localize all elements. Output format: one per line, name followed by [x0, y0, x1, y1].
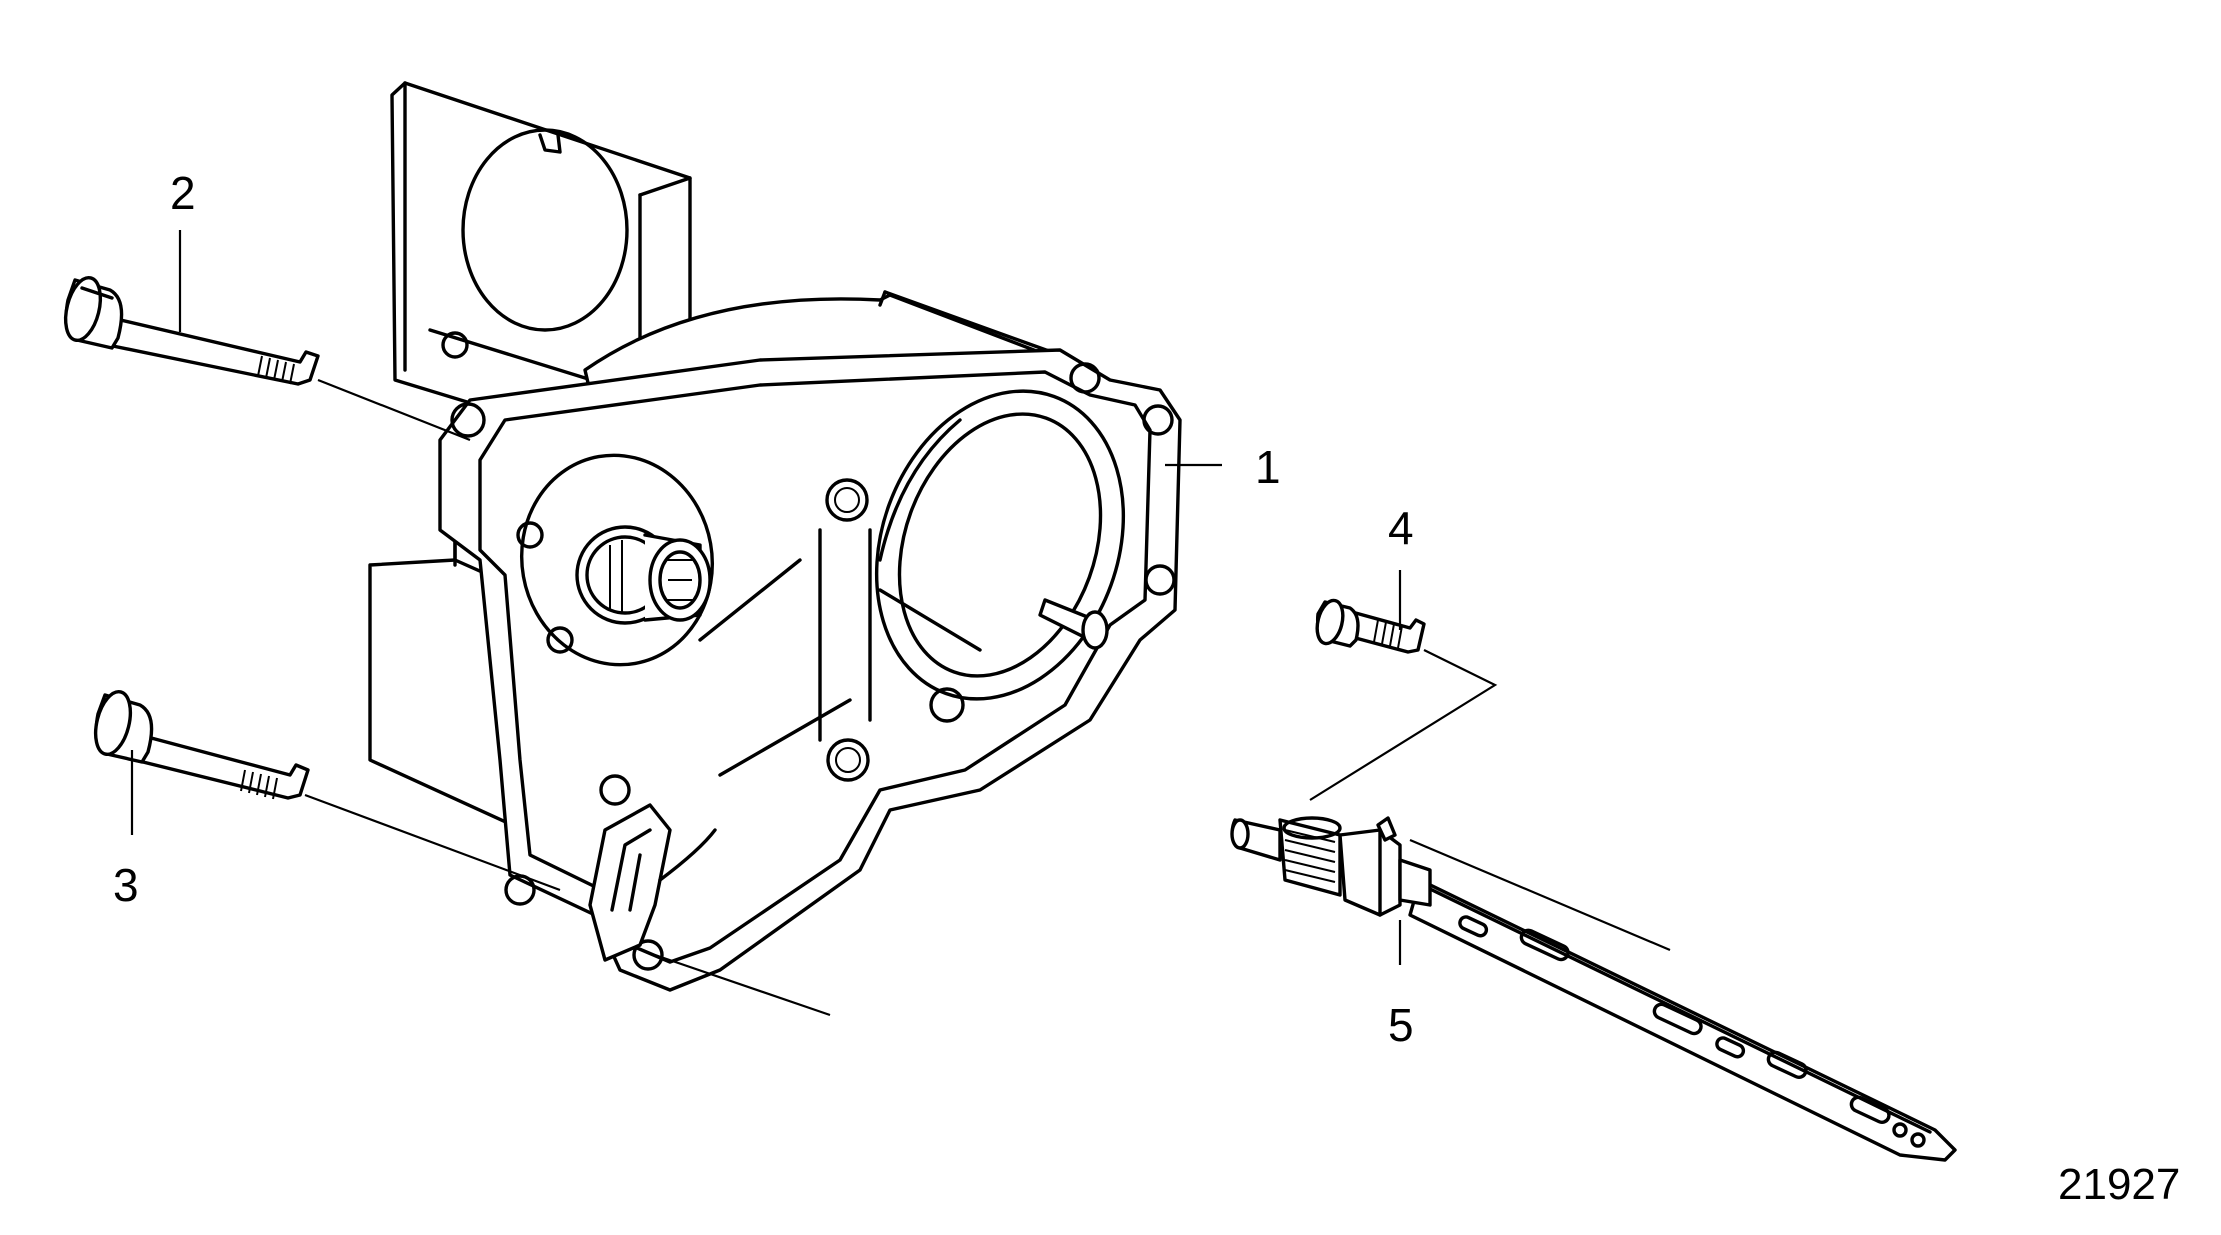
part-4-screw: [1315, 598, 1426, 654]
part-2-bolt: [63, 276, 320, 386]
part-5-sensor: [1230, 816, 1957, 1162]
callout-1: 1: [1255, 441, 1281, 493]
leader-lines: [130, 230, 1671, 1017]
part-1-housing: [368, 81, 1182, 992]
callout-5: 5: [1388, 999, 1414, 1051]
callout-2: 2: [170, 167, 196, 219]
callout-3: 3: [113, 859, 139, 911]
figure-number: 21927: [2058, 1160, 2181, 1209]
part-3-bolt: [93, 690, 310, 800]
callout-4: 4: [1388, 502, 1414, 554]
